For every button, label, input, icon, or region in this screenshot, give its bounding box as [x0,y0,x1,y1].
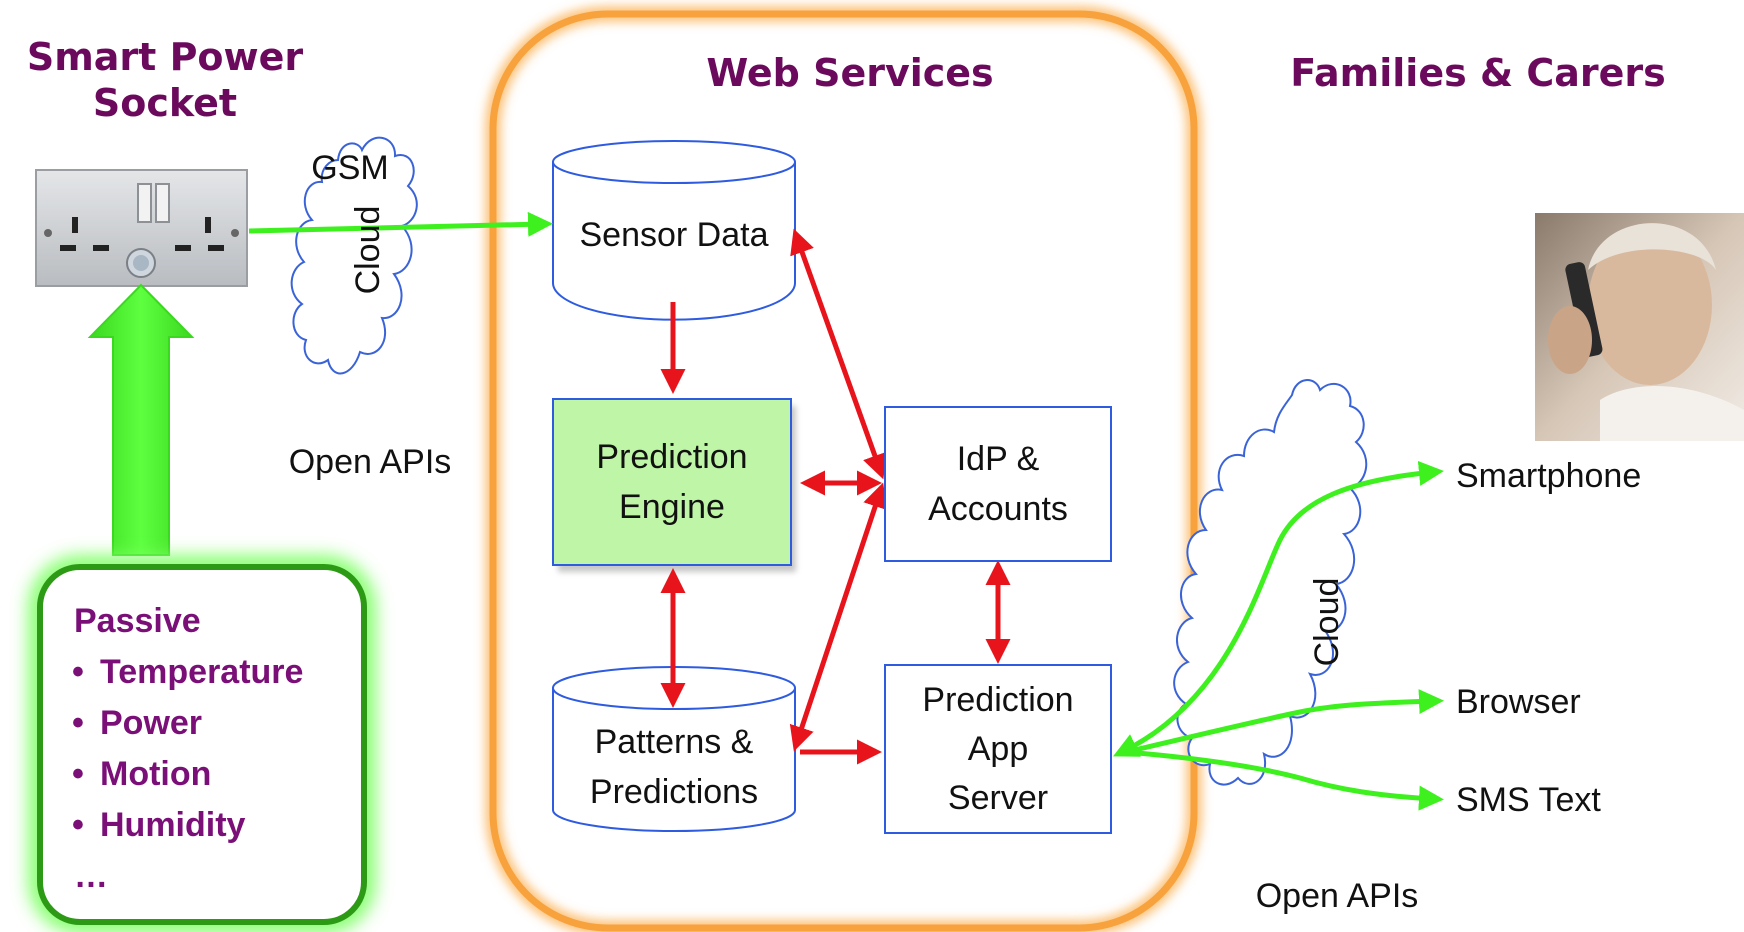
arrow-appserver-browser [1125,689,1444,755]
sensor-list: Passive •Temperature •Power •Motion •Hum… [72,596,303,902]
gsm-label: GSM [311,149,389,187]
arrow-socket-to-sensor-data [248,211,553,237]
sensor-data-label: Sensor Data [579,216,769,254]
sensor-data-store: Sensor Data [553,190,795,280]
prediction-engine-box: Prediction Engine [552,398,792,566]
sensor-item: •Temperature [72,653,304,691]
sensor-item: •Motion [72,755,212,793]
patterns-predictions-label: Patterns & Predictions [589,723,759,811]
arrow-appserver-sms [1125,749,1444,811]
sensor-item: •Power [72,704,203,742]
sensor-list-title: Passive [74,602,201,640]
sensor-data-cylinder [552,140,796,321]
sensor-list-more: … [74,857,108,895]
browser-label: Browser [1456,683,1581,721]
cloud-left-label: Cloud [349,205,387,295]
sensor-box [29,556,375,932]
open-apis-left-label: Open APIs [288,443,452,481]
prediction-engine-label: Prediction Engine [596,438,748,526]
families-carers-heading: Families & Carers [1290,51,1666,95]
cloud-right-label: Cloud [1308,577,1346,667]
arrow-patterns-idp [789,482,888,752]
sms-text-label: SMS Text [1456,781,1601,819]
idp-accounts-label: IdP & Accounts [928,440,1068,528]
sensor-item: •Humidity [72,806,246,844]
carer-photo [1535,213,1744,441]
smartphone-label: Smartphone [1456,457,1642,495]
arrow-appserver-smartphone [1112,460,1444,757]
smart-power-socket-heading: Smart Power Socket [26,35,304,125]
arrow-sensor-idp [790,228,887,480]
prediction-app-server-label: Prediction App Server [922,680,1074,817]
red-arrows [660,228,1011,765]
patterns-predictions-store: Patterns & Predictions [553,712,795,822]
sensor-input-arrow [87,283,195,556]
idp-accounts-box: IdP & Accounts [884,406,1112,562]
open-apis-right-label: Open APIs [1255,877,1419,915]
prediction-app-server-box: Prediction App Server [884,664,1112,834]
green-arrows [248,211,1444,811]
power-socket-image [35,169,248,287]
web-services-heading: Web Services [706,51,994,95]
